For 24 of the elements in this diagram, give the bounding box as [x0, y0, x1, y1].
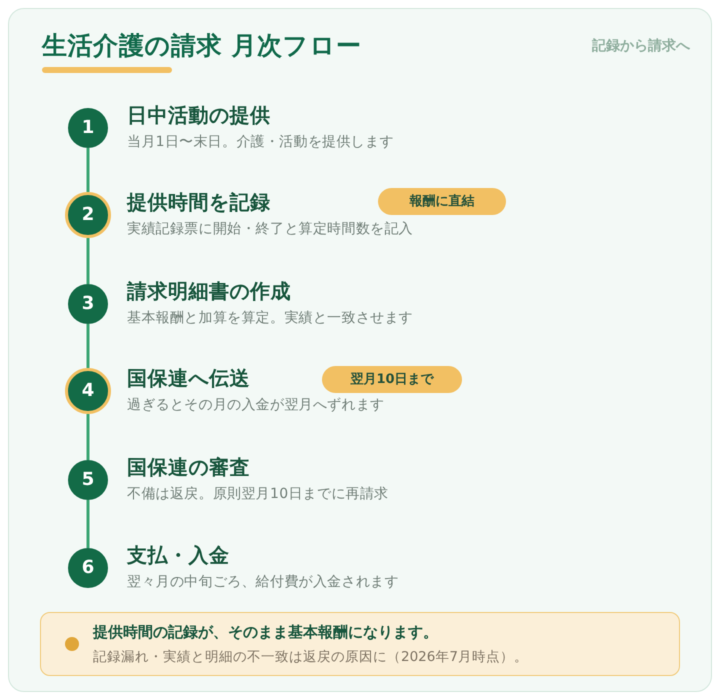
note-text: 記録漏れ・実績と明細の不一致は返戻の原因に（2026年7月時点）。 [93, 648, 528, 666]
note-heading: 提供時間の記録が、そのまま基本報酬になります。 [93, 622, 438, 642]
step-description: 実績記録票に開始・終了と算定時間数を記入 [127, 220, 413, 239]
connector-line [86, 414, 90, 460]
step-description: 不備は返戻。原則翌月10日までに再請求 [127, 485, 389, 504]
connector-line [86, 324, 90, 368]
step-description: 翌々月の中旬ごろ、給付費が入金されます [127, 573, 399, 592]
step-title: 国保連へ伝送 [127, 365, 250, 391]
highlight-tag: 報酬に直結 [378, 188, 506, 215]
connector-line [86, 148, 90, 192]
step-title: 日中活動の提供 [127, 102, 270, 128]
highlight-tag: 翌月10日まで [322, 366, 462, 393]
header-note: 記録から請求へ [592, 37, 690, 56]
note-box [40, 612, 680, 676]
step-title: 提供時間を記録 [127, 189, 270, 215]
step-title: 支払・入金 [127, 542, 230, 568]
connector-line [86, 500, 90, 548]
step-title: 請求明細書の作成 [127, 278, 291, 304]
title: 生活介護の請求 月次フロー [42, 30, 362, 62]
step-description: 基本報酬と加算を算定。実績と一致させます [127, 309, 413, 328]
step-description: 当月1日〜末日。介護・活動を提供します [127, 133, 394, 152]
connector-line [86, 238, 90, 284]
step-description: 過ぎるとその月の入金が翌月へずれます [127, 396, 384, 415]
step-title: 国保連の審査 [127, 454, 250, 480]
